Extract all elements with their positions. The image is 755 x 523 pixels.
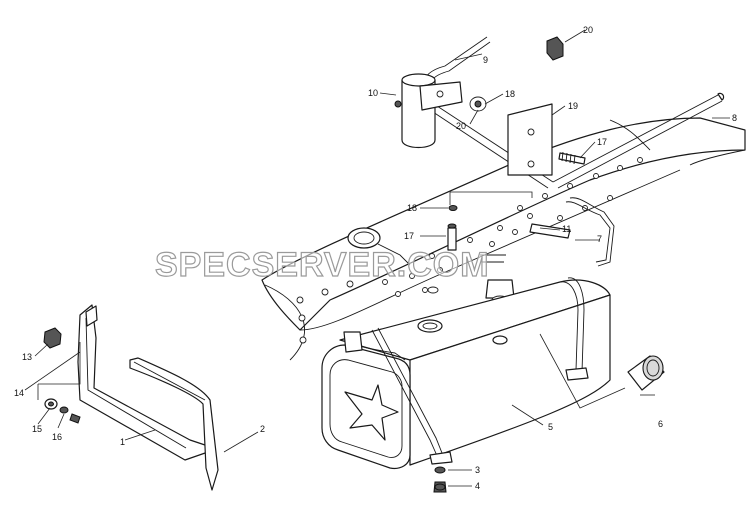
fuel-filter	[394, 73, 463, 149]
callout-1: 1	[120, 437, 125, 447]
fuel-line-tube	[423, 36, 725, 189]
bottom-fasteners	[433, 466, 447, 493]
callout-4: 4	[475, 481, 480, 491]
callout-13: 13	[22, 352, 32, 362]
top-fasteners	[469, 36, 586, 176]
callout-3: 3	[475, 465, 480, 475]
callout-6: 6	[658, 419, 663, 429]
watermark-text: SPECSERVER.COM	[155, 246, 490, 284]
fuel-tank	[321, 277, 611, 470]
callout-2: 2	[260, 424, 265, 434]
callout-8: 8	[732, 113, 737, 123]
leader-lines	[24, 29, 730, 487]
bracket-hardware	[43, 327, 81, 424]
callout-11: 11	[562, 224, 571, 234]
callout-17-lower: 17	[404, 231, 414, 241]
callout-10: 10	[368, 88, 378, 98]
callout-15: 15	[32, 424, 42, 434]
callout-20-upper: 20	[583, 25, 593, 35]
callout-16: 16	[52, 432, 62, 442]
callout-14: 14	[14, 388, 24, 398]
callout-20-lower: 20	[456, 121, 466, 131]
tank-bracket	[77, 304, 209, 461]
breather-cap	[627, 355, 665, 391]
frame-rail	[261, 117, 746, 361]
callout-17-upper: 17	[597, 137, 607, 147]
callout-7: 7	[597, 234, 602, 244]
callout-18-lower: 18	[407, 203, 417, 213]
mid-fasteners	[447, 197, 615, 267]
callout-5: 5	[548, 422, 553, 432]
callout-18-upper: 18	[505, 89, 515, 99]
callout-9: 9	[483, 55, 488, 65]
callout-numbers: 1 2 3 4 5 6 7 8 9 10 11 13 14 15 16 17 1…	[14, 25, 737, 491]
callout-19: 19	[568, 101, 578, 111]
tank-strap	[129, 357, 219, 491]
